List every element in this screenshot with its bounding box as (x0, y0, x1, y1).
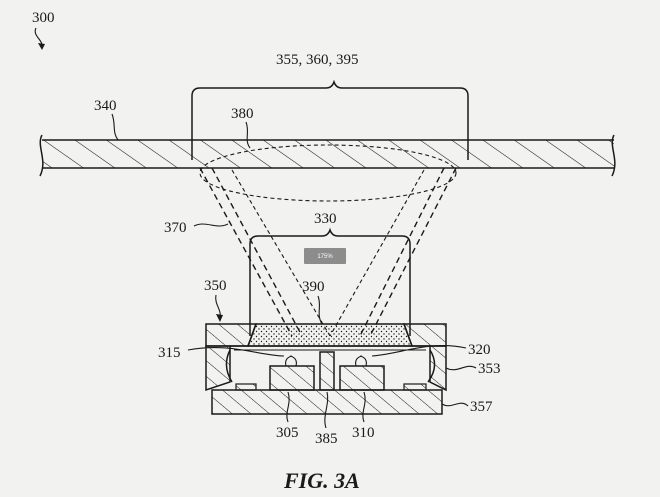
leader-357 (441, 402, 469, 407)
leader-385 (324, 391, 329, 429)
label-320: 320 (468, 342, 491, 358)
leader-370 (193, 223, 229, 227)
leader-380 (245, 121, 251, 149)
label-310: 310 (352, 425, 375, 441)
ellipse-region (199, 144, 457, 202)
label-385: 385 (315, 431, 338, 447)
top-bracket (191, 79, 469, 160)
package-frame (205, 323, 447, 392)
label-305: 305 (276, 425, 299, 441)
leader-320 (371, 345, 467, 357)
label-390: 390 (302, 279, 325, 295)
emitter-chip (269, 355, 315, 391)
label-315: 315 (158, 345, 181, 361)
light-cone (199, 167, 457, 337)
leader-353 (445, 365, 477, 371)
detector-chip (339, 355, 385, 391)
divider (319, 351, 335, 391)
inner-bracket (249, 227, 411, 336)
cover-layer (39, 134, 616, 177)
arrow-350 (216, 314, 223, 322)
label-380: 380 (231, 106, 254, 122)
zoom-badge-text: 175% (317, 254, 333, 260)
label-355-360-395: 355, 360, 395 (276, 52, 359, 68)
leader-390 (317, 295, 323, 325)
label-340: 340 (94, 98, 117, 114)
label-370: 370 (164, 220, 187, 236)
label-300: 300 (32, 10, 55, 26)
leader-315 (187, 347, 285, 357)
leader-305 (286, 391, 290, 423)
reference-arrow (34, 27, 45, 50)
label-350: 350 (204, 278, 227, 294)
figure-caption: FIG. 3A (283, 468, 360, 493)
leader-310 (362, 391, 366, 423)
label-330: 330 (314, 211, 337, 227)
label-357: 357 (470, 399, 493, 415)
label-353: 353 (478, 361, 501, 377)
zoom-badge: 175% (304, 248, 346, 264)
leader-340 (111, 113, 119, 141)
